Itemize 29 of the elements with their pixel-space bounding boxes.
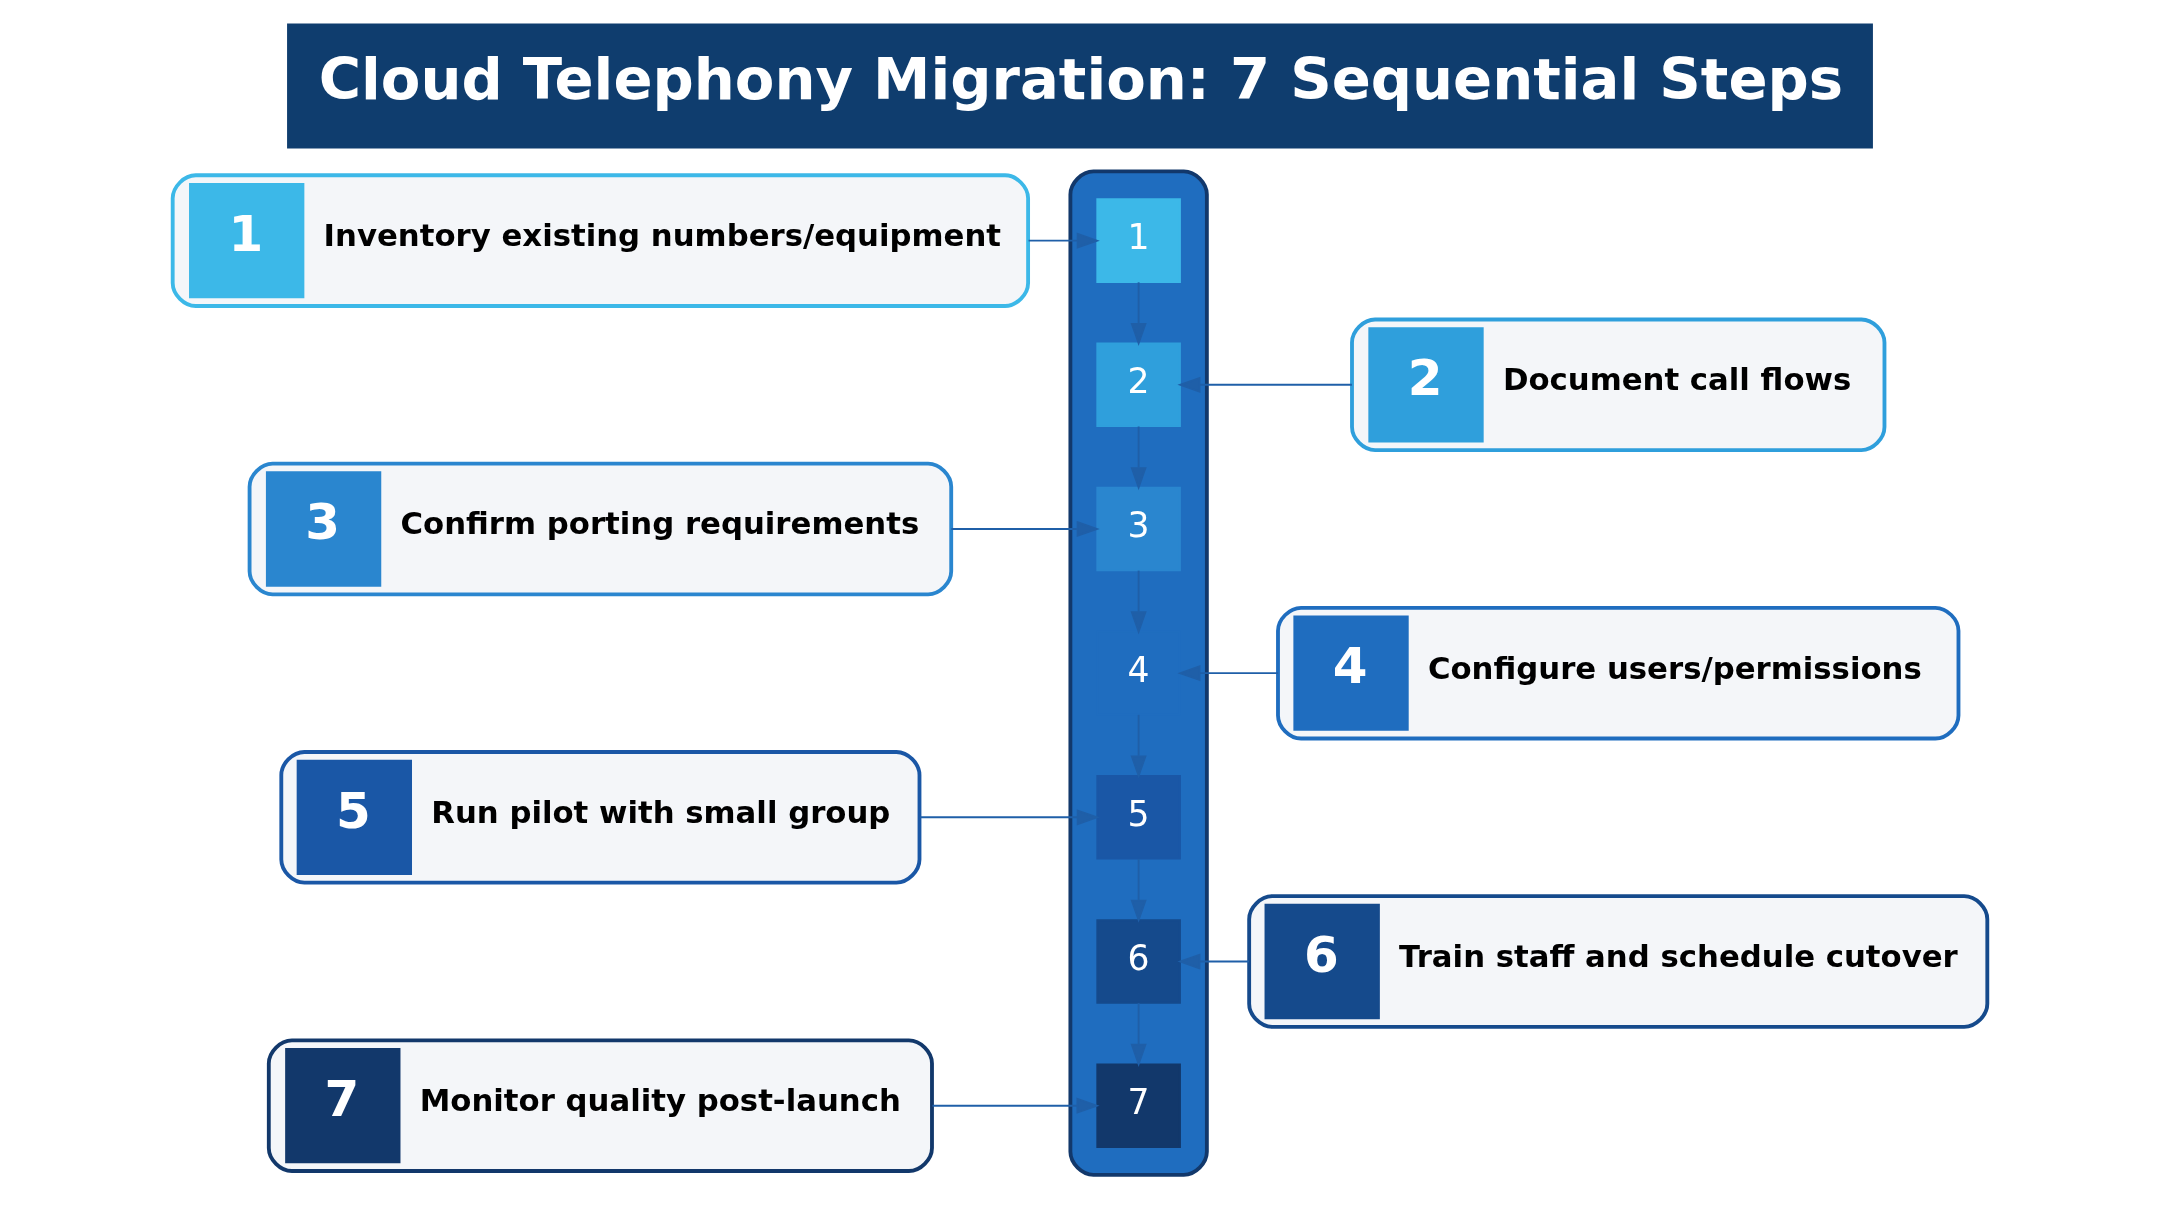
node-box: 1: [1096, 198, 1181, 283]
arrow: [931, 1097, 1100, 1114]
arrow: [919, 809, 1100, 826]
arrow: [1027, 232, 1100, 249]
diagram-title: Cloud Telephony Migration: 7 Sequential Steps: [318, 45, 1844, 114]
arrow: [1130, 858, 1147, 923]
arrow: [1130, 281, 1147, 347]
node-box: 2: [1096, 342, 1181, 428]
node-box: 5: [1096, 775, 1181, 860]
arrow: [1130, 569, 1147, 635]
node-box: 7 Monitor quality post-launch: [266, 1038, 934, 1173]
arrow: [1177, 665, 1279, 682]
node-box: 6 Train staff and schedule cutover: [1247, 894, 1990, 1029]
node-text: 4: [1127, 649, 1150, 690]
arrow: [1130, 713, 1147, 779]
arrow: [1177, 376, 1353, 393]
node-box: 1 Inventory existing numbers/equipment: [170, 173, 1030, 308]
node-box: 2 Document call flows: [1350, 317, 1887, 453]
node-box: 3 Confirm porting requirements: [247, 461, 954, 597]
node-box: 7: [1096, 1063, 1181, 1148]
node-box: 3: [1096, 486, 1181, 572]
cluster: [1068, 169, 1209, 1177]
arrow: [1130, 1002, 1147, 1067]
arrow: [1130, 425, 1147, 491]
node-box: 5 Run pilot with small group: [279, 750, 922, 885]
node-box: 6: [1096, 919, 1181, 1004]
node-box: 4 Configure users/permissions: [1276, 605, 1961, 741]
arrow: [1177, 953, 1250, 970]
arrow: [950, 520, 1100, 538]
